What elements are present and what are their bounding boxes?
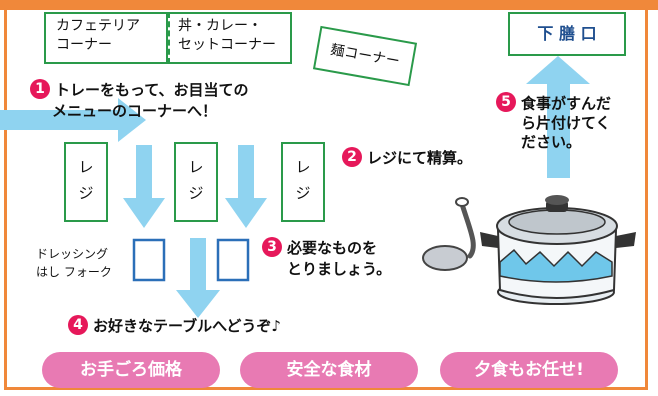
step-5: 5 食事がすんだ ら片付けてく ださい。 (496, 92, 612, 152)
dressing-box (132, 238, 166, 282)
step-5-line1: 食事がすんだ (521, 94, 612, 113)
pill-safety: 安全な食材 (240, 352, 418, 388)
down-arrow-2 (225, 145, 267, 228)
step-number: 5 (496, 92, 516, 112)
step-number: 3 (262, 236, 282, 257)
up-arrow (526, 56, 590, 178)
register-1: レジ (64, 142, 108, 222)
cafeteria-line1: カフェテリア (56, 18, 140, 34)
step-3-line1: 必要なものを (287, 239, 378, 257)
step-1-line2: メニューのコーナーへ！ (52, 101, 218, 120)
step-4: 4 お好きなテーブルへどうぞ♪ (68, 314, 281, 337)
cafeteria-line2: コーナー (56, 37, 112, 53)
ladle-icon (422, 197, 476, 271)
top-band (0, 0, 658, 10)
step-4-line1: お好きなテーブルへどうぞ♪ (93, 317, 281, 335)
step-number: 1 (30, 78, 50, 99)
step-5-line2: ら片付けてく (521, 114, 611, 132)
register-2: レジ (174, 142, 218, 222)
pill-dinner: 夕食もお任せ! (440, 352, 618, 388)
chopsticks-label: はし フォーク (36, 265, 112, 279)
step-1: 1 トレーをもって、お目当ての メニューのコーナーへ！ (30, 78, 249, 121)
pill-price: お手ごろ価格 (42, 352, 220, 388)
tray-return-label: 下 膳 口 (537, 24, 597, 43)
register-3: レジ (281, 142, 325, 222)
dressing-label: ドレッシング (36, 247, 109, 261)
step-2: 2 レジにて精算。 (342, 146, 473, 169)
chopsticks-box (216, 238, 250, 282)
donburi-corner: 丼・カレー・ セットコーナー (168, 12, 292, 64)
step-1-line1: トレーをもって、お目当ての (55, 81, 249, 99)
pot-icon (480, 195, 636, 305)
down-arrow-1 (123, 145, 165, 228)
orange-frame (4, 0, 648, 390)
donburi-line2: セットコーナー (178, 37, 276, 53)
tray-return: 下 膳 口 (508, 12, 626, 56)
step-5-line3: ださい。 (521, 133, 582, 151)
cafeteria-corner: カフェテリア コーナー (44, 12, 168, 64)
entry-arrow (0, 98, 146, 142)
step-3-line2: とりましょう。 (287, 259, 392, 278)
step-3: 3 必要なものを とりましょう。 (262, 236, 392, 279)
down-arrow-center (176, 238, 220, 318)
donburi-line1: 丼・カレー・ (178, 18, 262, 34)
step-2-line1: レジにて精算。 (367, 149, 473, 167)
noodle-label: 麺コーナー (329, 42, 401, 70)
utensil-labels: ドレッシング はし フォーク (36, 245, 112, 281)
step-number: 4 (68, 314, 88, 335)
step-number: 2 (342, 146, 362, 167)
